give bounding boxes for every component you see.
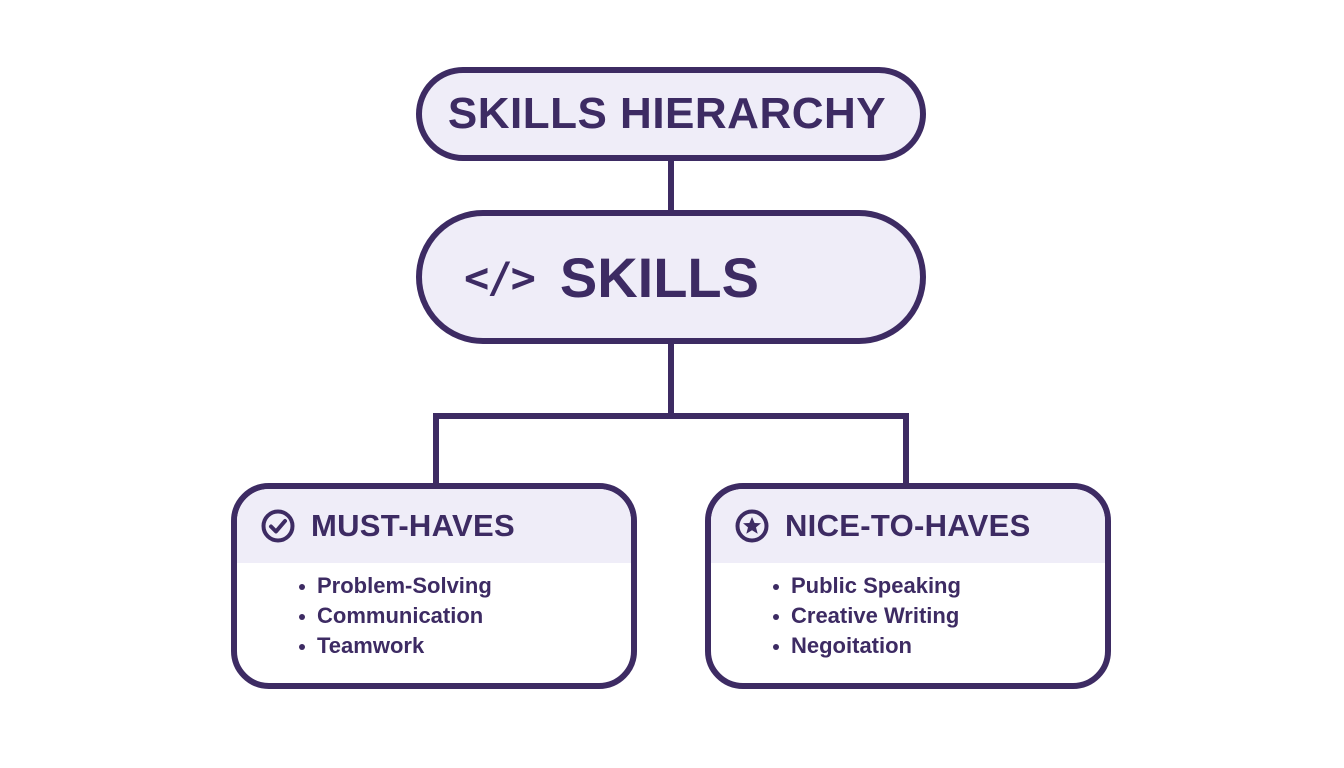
- nice-to-haves-list: Public Speaking Creative Writing Negoita…: [711, 563, 1105, 661]
- check-circle-icon: [261, 509, 295, 543]
- list-item: Communication: [299, 601, 631, 631]
- must-haves-header: MUST-HAVES: [237, 489, 631, 563]
- must-haves-title: MUST-HAVES: [311, 508, 515, 543]
- code-icon: </>: [464, 252, 536, 302]
- list-item: Creative Writing: [773, 601, 1105, 631]
- diagram-title: SKILLS HIERARCHY: [447, 89, 887, 138]
- must-haves-list: Problem-Solving Communication Teamwork: [237, 563, 631, 661]
- list-item: Public Speaking: [773, 571, 1105, 601]
- root-node-label: SKILLS: [559, 245, 759, 309]
- nice-to-haves-header: NICE-TO-HAVES: [711, 489, 1105, 563]
- must-haves-card: MUST-HAVES Problem-Solving Communication…: [231, 483, 637, 689]
- nice-to-haves-title: NICE-TO-HAVES: [785, 508, 1031, 543]
- nice-to-haves-card: NICE-TO-HAVES Public Speaking Creative W…: [705, 483, 1111, 689]
- list-item: Problem-Solving: [299, 571, 631, 601]
- star-circle-icon: [735, 509, 769, 543]
- list-item: Teamwork: [299, 631, 631, 661]
- list-item: Negoitation: [773, 631, 1105, 661]
- root-node-skills: </> SKILLS: [416, 210, 926, 344]
- title-node: SKILLS HIERARCHY: [416, 67, 926, 161]
